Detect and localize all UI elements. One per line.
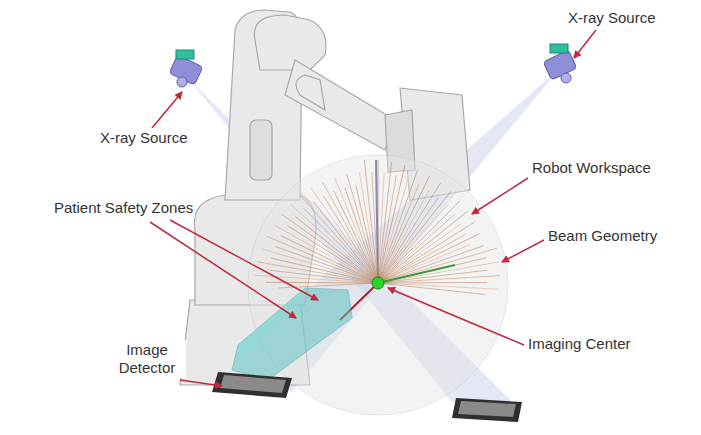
beam-ray bbox=[378, 270, 487, 283]
beam-ray bbox=[378, 283, 499, 289]
beam-ray bbox=[372, 172, 378, 283]
beam-ray bbox=[356, 186, 378, 284]
beam-ray bbox=[378, 258, 486, 283]
beam-ray bbox=[378, 165, 405, 283]
imaging-center-dot bbox=[372, 277, 384, 289]
workspace-sphere bbox=[248, 155, 508, 415]
detector-label: Image Detector bbox=[108, 340, 186, 378]
beam-ray bbox=[378, 205, 447, 283]
beam-ray bbox=[378, 160, 379, 283]
beam-ray bbox=[290, 204, 378, 283]
beam-ray bbox=[378, 283, 485, 295]
image-detector bbox=[212, 372, 522, 422]
beam-ray bbox=[378, 234, 480, 283]
source-label: X-ray Source bbox=[566, 8, 658, 28]
workspace-label: Robot Workspace bbox=[530, 158, 653, 178]
beam-ray bbox=[335, 178, 378, 283]
axis-line bbox=[378, 265, 455, 283]
beam-ray bbox=[378, 222, 474, 283]
source-label: X-ray Source bbox=[98, 128, 190, 148]
beam-rays bbox=[254, 160, 500, 295]
xray-source bbox=[169, 44, 577, 87]
beam-label: Beam Geometry bbox=[546, 226, 659, 246]
beam-ray bbox=[364, 160, 378, 283]
beam-ray bbox=[378, 211, 468, 283]
safety-zone-label: Patient Safety Zones bbox=[52, 198, 195, 218]
beam-ray bbox=[378, 214, 455, 283]
beam-ray bbox=[313, 202, 378, 284]
beam-ray bbox=[378, 282, 487, 284]
beam-ray bbox=[304, 209, 378, 284]
center-label: Imaging Center bbox=[526, 334, 633, 354]
safety-zone bbox=[232, 288, 352, 380]
beam-ray bbox=[378, 262, 499, 283]
beam-ray bbox=[359, 173, 378, 283]
beam-ray bbox=[300, 196, 378, 284]
leader-line bbox=[150, 30, 596, 386]
beam-ray bbox=[275, 247, 378, 284]
beam-ray bbox=[378, 170, 418, 283]
safety-zone-face bbox=[238, 288, 305, 360]
